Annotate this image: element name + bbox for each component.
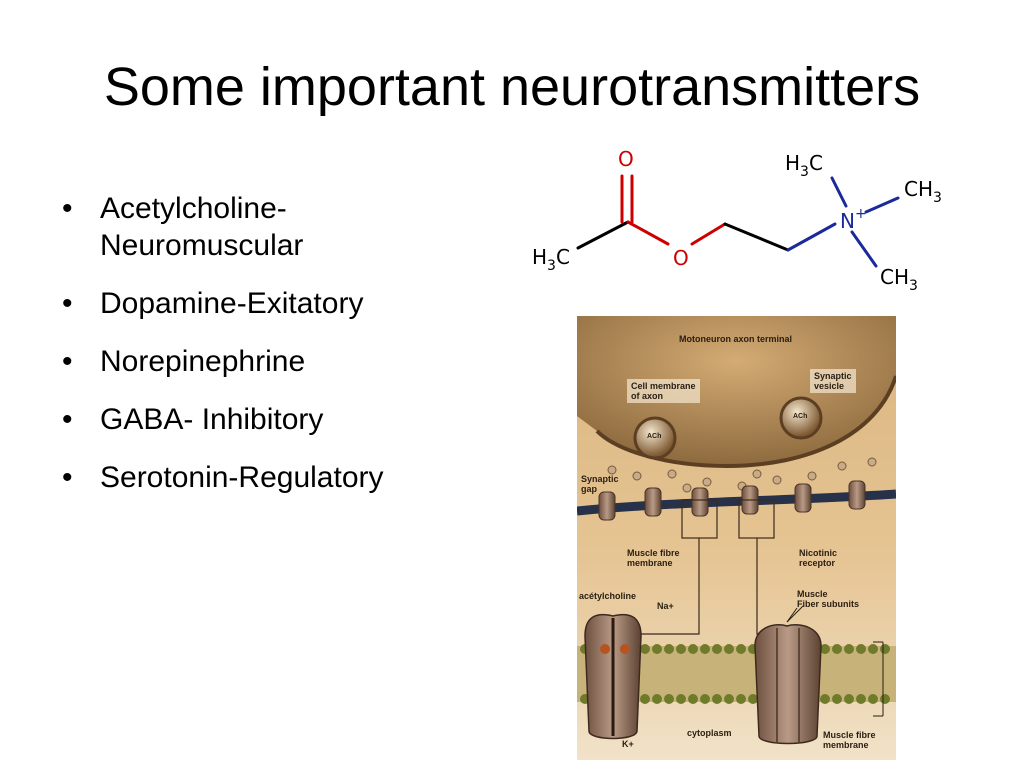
svg-text:CH3: CH3 — [904, 177, 942, 206]
label-synaptic-vesicle: Synaptic vesicle — [810, 369, 856, 393]
label-cell-membrane: Cell membrane of axon — [627, 379, 700, 403]
vesicle — [779, 396, 823, 440]
label-ach: ACh — [793, 413, 808, 420]
bullet-text: GABA- Inhibitory — [100, 403, 324, 436]
bullet-text: Serotonin-Regulatory — [100, 461, 384, 494]
label-sodium: Na+ — [657, 601, 674, 611]
methyl-h: H — [532, 245, 547, 269]
nitrogen-label: N — [840, 209, 855, 233]
methyl-c: CH — [904, 177, 933, 201]
bullet-dot: • — [62, 192, 73, 225]
methyl-sub: 3 — [909, 278, 918, 294]
svg-text:H3C: H3C — [785, 151, 823, 180]
label-acetylcholine: acétylcholine — [579, 591, 637, 601]
label-axon-terminal: Motoneuron axon terminal — [679, 334, 793, 344]
bullet-dot: • — [62, 287, 73, 320]
bullet-item: • GABA- Inhibitory — [62, 401, 482, 438]
oxygen-ester-label: O — [673, 246, 689, 270]
methyl-sub: 3 — [933, 190, 942, 206]
label-ach: ACh — [647, 433, 662, 440]
bullet-text: Dopamine-Exitatory — [100, 287, 364, 320]
svg-text:H3C: H3C — [532, 245, 570, 274]
label-synaptic-gap: Synaptic gap — [581, 474, 619, 494]
methyl-c: C — [556, 245, 570, 269]
vesicle — [633, 416, 677, 460]
label-cytoplasm: cytoplasm — [687, 728, 732, 738]
label-potassium: K+ — [622, 739, 634, 749]
bullet-item: • Norepinephrine — [62, 343, 482, 380]
label-muscle-fibre-membrane: Muscle fibre membrane — [627, 548, 680, 568]
bullet-list: • Acetylcholine- Neuromuscular • Dopamine-… — [62, 190, 482, 517]
svg-text:N+: N+ — [840, 206, 867, 233]
methyl-c: CH — [880, 265, 909, 289]
label-muscle-fiber-subunits: Muscle Fiber subunits — [797, 589, 860, 609]
bullet-item: • Serotonin-Regulatory — [62, 459, 482, 496]
bullet-dot: • — [62, 461, 73, 494]
oxygen-carbonyl-label: O — [618, 147, 634, 171]
bullet-item: • Acetylcholine- Neuromuscular — [62, 190, 482, 264]
svg-text:CH3: CH3 — [880, 265, 918, 294]
methyl-c: C — [809, 151, 823, 175]
bullet-text: Acetylcholine- Neuromuscular — [100, 192, 304, 262]
acetylcholine-structure: O O H3C H3C N+ CH3 CH3 — [532, 147, 942, 294]
receptor-channel-closed — [754, 624, 822, 745]
label-muscle-fibre-membrane-bottom: Muscle fibre membrane — [823, 730, 876, 750]
slide-title: Some important neurotransmitters — [103, 57, 921, 117]
nitrogen-charge: + — [855, 206, 867, 222]
bullet-dot: • — [62, 345, 73, 378]
methyl-sub: 3 — [547, 258, 556, 274]
bullet-text: Norepinephrine — [100, 345, 306, 378]
bullet-item: • Dopamine-Exitatory — [62, 285, 482, 322]
bullet-dot: • — [62, 403, 73, 436]
junction-artwork — [577, 316, 896, 745]
methyl-h: H — [785, 151, 800, 175]
methyl-sub: 3 — [800, 164, 809, 180]
label-nicotinic-receptor: Nicotinic receptor — [799, 548, 838, 568]
neuromuscular-junction-illustration: Motoneuron axon terminal Cell membrane o… — [577, 316, 896, 760]
